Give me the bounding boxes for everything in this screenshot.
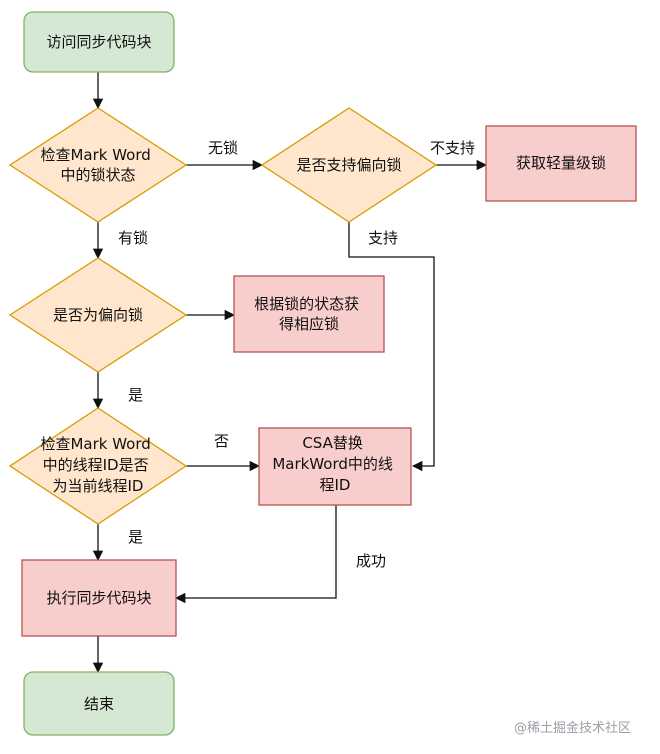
is-biased-line: 是否为偏向锁 [53, 306, 143, 324]
edge-cas-to-execute [174, 505, 337, 604]
by-lock-state-label: 根据锁的状态获 得相应锁 [254, 295, 364, 333]
acquire-lightweight-line: 获取轻量级锁 [516, 154, 606, 172]
by-lock-state-line-1: 根据锁的状态获 [254, 295, 359, 313]
start-label-line: 访问同步代码块 [46, 33, 151, 51]
execute-sync-label: 执行同步代码块 [46, 589, 151, 607]
check-mark-word-line-2: 中的锁状态 [60, 166, 135, 184]
check-thread-id-line-3: 为当前线程ID [53, 477, 144, 495]
end-label: 结束 [84, 695, 114, 713]
check-mark-word-decision [8, 107, 188, 223]
cas-replace-line-2: MarkWord中的线 [272, 455, 393, 473]
edge-label-no: 否 [214, 432, 229, 450]
edge-label-yes-1: 是 [128, 386, 143, 404]
edge-labels: 无锁 不支持 有锁 支持 是 否 是 成功 [118, 139, 475, 570]
supports-biased-label: 是否支持偏向锁 [296, 156, 401, 174]
is-biased-decision [8, 257, 188, 373]
end-line: 结束 [84, 695, 114, 713]
check-mark-word-label: 检查Mark Word 中的锁状态 [40, 146, 155, 184]
edges [92, 72, 488, 674]
check-mark-word-line-1: 检查Mark Word [40, 146, 150, 164]
watermark-text: @稀土掘金技术社区 [514, 720, 631, 736]
check-thread-id-decision [8, 407, 188, 525]
start-terminal [23, 11, 175, 73]
edge-label-has-lock: 有锁 [118, 229, 148, 247]
edge-supports-to-cas [348, 222, 435, 472]
edge-label-not-supported: 不支持 [430, 139, 475, 157]
edge-label-success: 成功 [356, 552, 386, 570]
cas-replace-line-1: CSA替换 [302, 434, 363, 452]
cas-replace-process [258, 427, 412, 506]
edge-label-yes-2: 是 [128, 528, 143, 546]
check-thread-id-line-1: 检查Mark Word [40, 435, 150, 453]
is-biased-label: 是否为偏向锁 [53, 306, 143, 324]
acquire-lightweight-process [485, 125, 637, 202]
execute-sync-line: 执行同步代码块 [46, 589, 151, 607]
supports-biased-decision [260, 107, 438, 223]
edge-label-no-lock: 无锁 [208, 139, 238, 157]
start-label: 访问同步代码块 [46, 33, 151, 51]
edge-label-supported: 支持 [368, 229, 398, 247]
by-lock-state-process [233, 275, 385, 353]
execute-sync-process [21, 559, 177, 637]
check-thread-id-label: 检查Mark Word 中的线程ID是否 为当前线程ID [40, 435, 155, 495]
nodes: 访问同步代码块 检查Mark Word 中的锁状态 是否支持偏向锁 获取轻量级锁… [8, 11, 637, 736]
acquire-lightweight-label: 获取轻量级锁 [516, 154, 606, 172]
by-lock-state-line-2: 得相应锁 [279, 315, 339, 333]
cas-replace-label: CSA替换 MarkWord中的线 程ID [272, 434, 397, 494]
check-thread-id-line-2: 中的线程ID是否 [43, 456, 149, 474]
cas-replace-line-3: 程ID [320, 476, 351, 494]
supports-biased-line: 是否支持偏向锁 [296, 156, 401, 174]
end-terminal [23, 671, 175, 736]
